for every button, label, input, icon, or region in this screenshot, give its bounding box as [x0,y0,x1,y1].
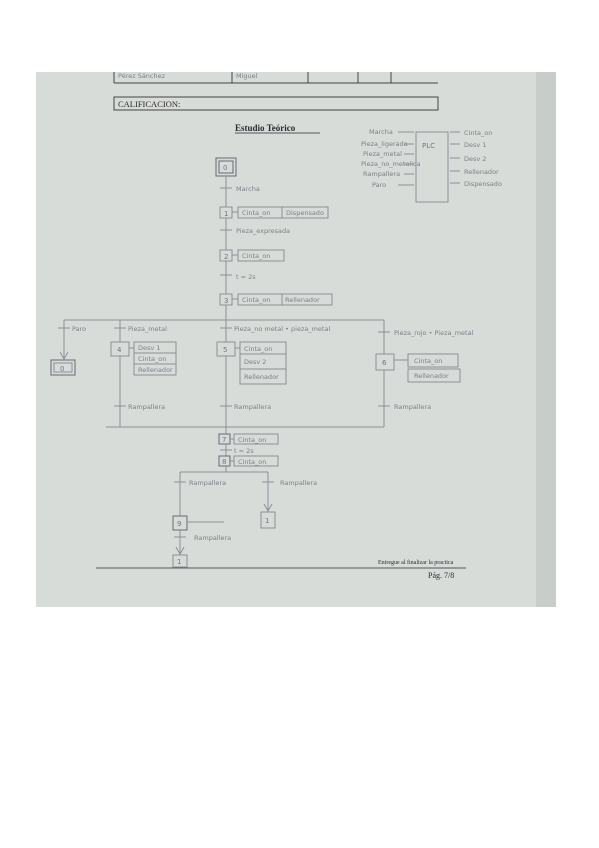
step-1-return: 1 [265,517,269,525]
grafcet-diagram: 0 Marcha 1 Cinta_on Dispensado Pieza_exp… [50,157,474,568]
plc-input: Pieza_no_metalica [361,160,421,168]
action: Dispensado [286,209,324,217]
step-3: 3 [224,297,228,305]
transition-label: Pieza_metal [128,325,167,333]
step-5: 5 [223,346,227,354]
step-1: 1 [224,210,228,218]
step-6: 6 [382,359,387,367]
transition-label: Rampallera [189,479,226,487]
action: Rellenador [244,373,279,381]
step-4: 4 [117,346,122,354]
footer-note: Entregue al finalizar la practica [378,559,454,566]
action: Cinta_on [242,296,270,304]
transition-label: Rampallera [280,479,317,487]
step-0-return: 0 [60,365,64,373]
plc-output: Dispensado [464,180,502,188]
step-2: 2 [224,253,228,261]
step-7: 7 [222,436,226,444]
worksheet: Pérez Sánchez Miguel CALIFICACION: Estud… [50,72,556,607]
action: Cinta_on [244,345,272,353]
step-9: 9 [177,520,181,528]
transition-label: Paro [72,325,86,333]
transition-label: Pieza_expresada [236,227,290,235]
action: Desv 2 [244,358,266,366]
plc-output: Cinta_on [464,129,492,137]
action: Cinta_on [238,436,266,444]
step-1-final: 1 [177,558,181,566]
plc-output: Rellenador [464,168,499,176]
page-number: Pág. 7/8 [428,571,454,580]
transition-label: Rampallera [234,403,271,411]
action: Cinta_on [242,209,270,217]
transition-label: Pieza_rojo • Pieza_metal [394,329,474,337]
header-table: Pérez Sánchez Miguel [113,72,438,84]
plc-input: Pieza_metal [363,150,402,158]
scanned-page-photo: Pérez Sánchez Miguel CALIFICACION: Estud… [36,72,556,607]
plc-input: Rampallera [363,170,400,178]
plc-input: Pieza_ligerada [361,140,408,148]
section-title: Estudio Teórico [235,123,296,133]
plc-diagram: PLC Marcha Pieza_ligerada Pieza_metal Pi… [361,128,502,203]
transition-label: t = 2s [236,273,256,281]
transition-label: Pieza_no metal • pieza_metal [234,325,330,333]
transition-label: t = 2s [234,447,254,455]
transition-label: Rampallera [128,403,165,411]
action: Rellenador [414,372,449,380]
action: Cinta_on [242,252,270,260]
action: Desv 1 [138,344,160,352]
calificacion-label: CALIFICACION: [118,99,180,109]
plc-output: Desv 2 [464,155,486,163]
plc-input: Marcha [369,128,393,136]
plc-input: Paro [372,181,386,189]
transition-label: Rampallera [394,403,431,411]
plc-label: PLC [422,142,435,150]
action: Rellenador [138,366,173,374]
plc-output: Desv 1 [464,141,486,149]
action: Cinta_on [238,458,266,466]
action: Rellenador [285,296,320,304]
action: Cinta_on [138,355,166,363]
transition-label: Marcha [236,185,260,193]
header-cell: Pérez Sánchez [118,72,166,80]
calificacion-box [113,96,439,111]
step-8: 8 [222,458,226,466]
step-0: 0 [223,164,227,172]
header-cell: Miguel [236,72,258,80]
transition-label: Rampallera [194,534,231,542]
action: Cinta_on [414,357,442,365]
